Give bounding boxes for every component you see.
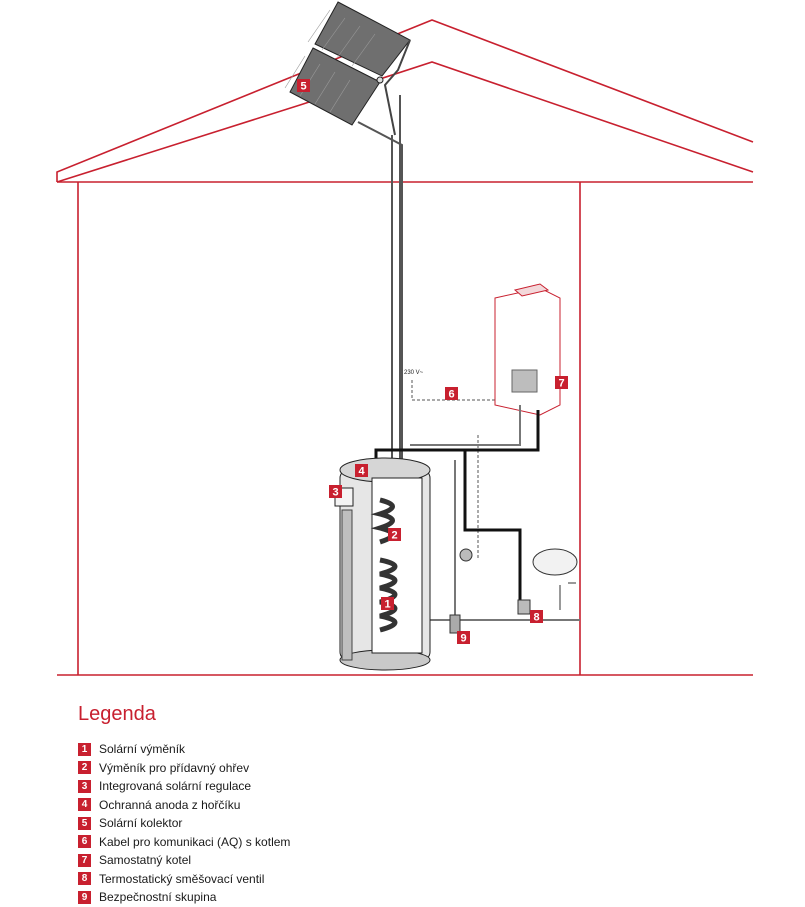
legend-label: Samostatný kotel: [99, 853, 192, 868]
svg-text:4: 4: [358, 466, 365, 478]
safety-group: [449, 548, 473, 634]
callout-1: 1: [381, 597, 394, 611]
callout-9: 9: [457, 631, 470, 645]
legend-label: Solární kolektor: [99, 816, 183, 831]
voltage-label: 230 V~: [404, 370, 424, 376]
legend-label: Bezpečnostní skupina: [99, 890, 217, 905]
legend-number: 4: [78, 798, 91, 812]
legend-label: Termostatický směšovací ventil: [99, 871, 265, 886]
legend-label: Solární výměník: [99, 742, 186, 757]
storage-tank: [334, 457, 431, 671]
legend-number: 3: [78, 779, 91, 793]
svg-text:7: 7: [558, 378, 564, 390]
svg-text:1: 1: [384, 599, 390, 611]
callout-5: 5: [297, 79, 310, 93]
legend-number: 9: [78, 890, 91, 904]
legend-label: Ochranná anoda z hořčíku: [99, 797, 241, 812]
legend-number: 5: [78, 816, 91, 830]
callout-7: 7: [555, 376, 568, 390]
legend-label: Výměník pro přídavný ohřev: [99, 760, 250, 775]
wall-boiler: [494, 283, 561, 416]
legend-number: 7: [78, 853, 91, 867]
legend-item: 3 Integrovaná solární regulace: [78, 777, 290, 796]
legend-item: 1 Solární výměník: [78, 740, 290, 759]
legend-label: Kabel pro komunikaci (AQ) s kotlem: [99, 834, 291, 849]
house-outline: [56, 19, 754, 676]
legend-number: 2: [78, 761, 91, 775]
washbasin: [532, 548, 578, 610]
legend-item: 5 Solární kolektor: [78, 814, 290, 833]
svg-text:8: 8: [533, 612, 539, 624]
legend-item: 2 Výměník pro přídavný ohřev: [78, 759, 290, 778]
callout-4: 4: [355, 464, 368, 478]
legend-number: 1: [78, 742, 91, 756]
solar-pipes: [357, 95, 403, 470]
svg-text:3: 3: [332, 487, 338, 499]
solar-system-diagram: 230 V~: [56, 1, 754, 676]
svg-text:6: 6: [448, 389, 454, 401]
callout-8: 8: [530, 610, 543, 624]
legend-item: 9 Bezpečnostní skupina: [78, 888, 290, 907]
callout-2: 2: [388, 528, 401, 542]
legend-label: Integrovaná solární regulace: [99, 779, 252, 794]
svg-text:2: 2: [391, 530, 397, 542]
legend-item: 8 Termostatický směšovací ventil: [78, 870, 290, 889]
solar-collector: [284, 1, 411, 136]
cold-water-pipes: [410, 405, 580, 621]
callout-3: 3: [329, 485, 342, 499]
legend-title: Legenda: [78, 703, 156, 725]
svg-text:9: 9: [460, 633, 466, 645]
legend-item: 4 Ochranná anoda z hořčíku: [78, 796, 290, 815]
callout-6: 6: [445, 387, 458, 401]
legend-item: 7 Samostatný kotel: [78, 851, 290, 870]
legend-list: 1 Solární výměník 2 Výměník pro přídavný o…: [78, 740, 290, 907]
legend-number: 8: [78, 872, 91, 886]
svg-text:5: 5: [300, 81, 306, 93]
legend-item: 6 Kabel pro komunikaci (AQ) s kotlem: [78, 833, 290, 852]
mixing-valve: [517, 599, 531, 615]
legend-number: 6: [78, 835, 91, 849]
